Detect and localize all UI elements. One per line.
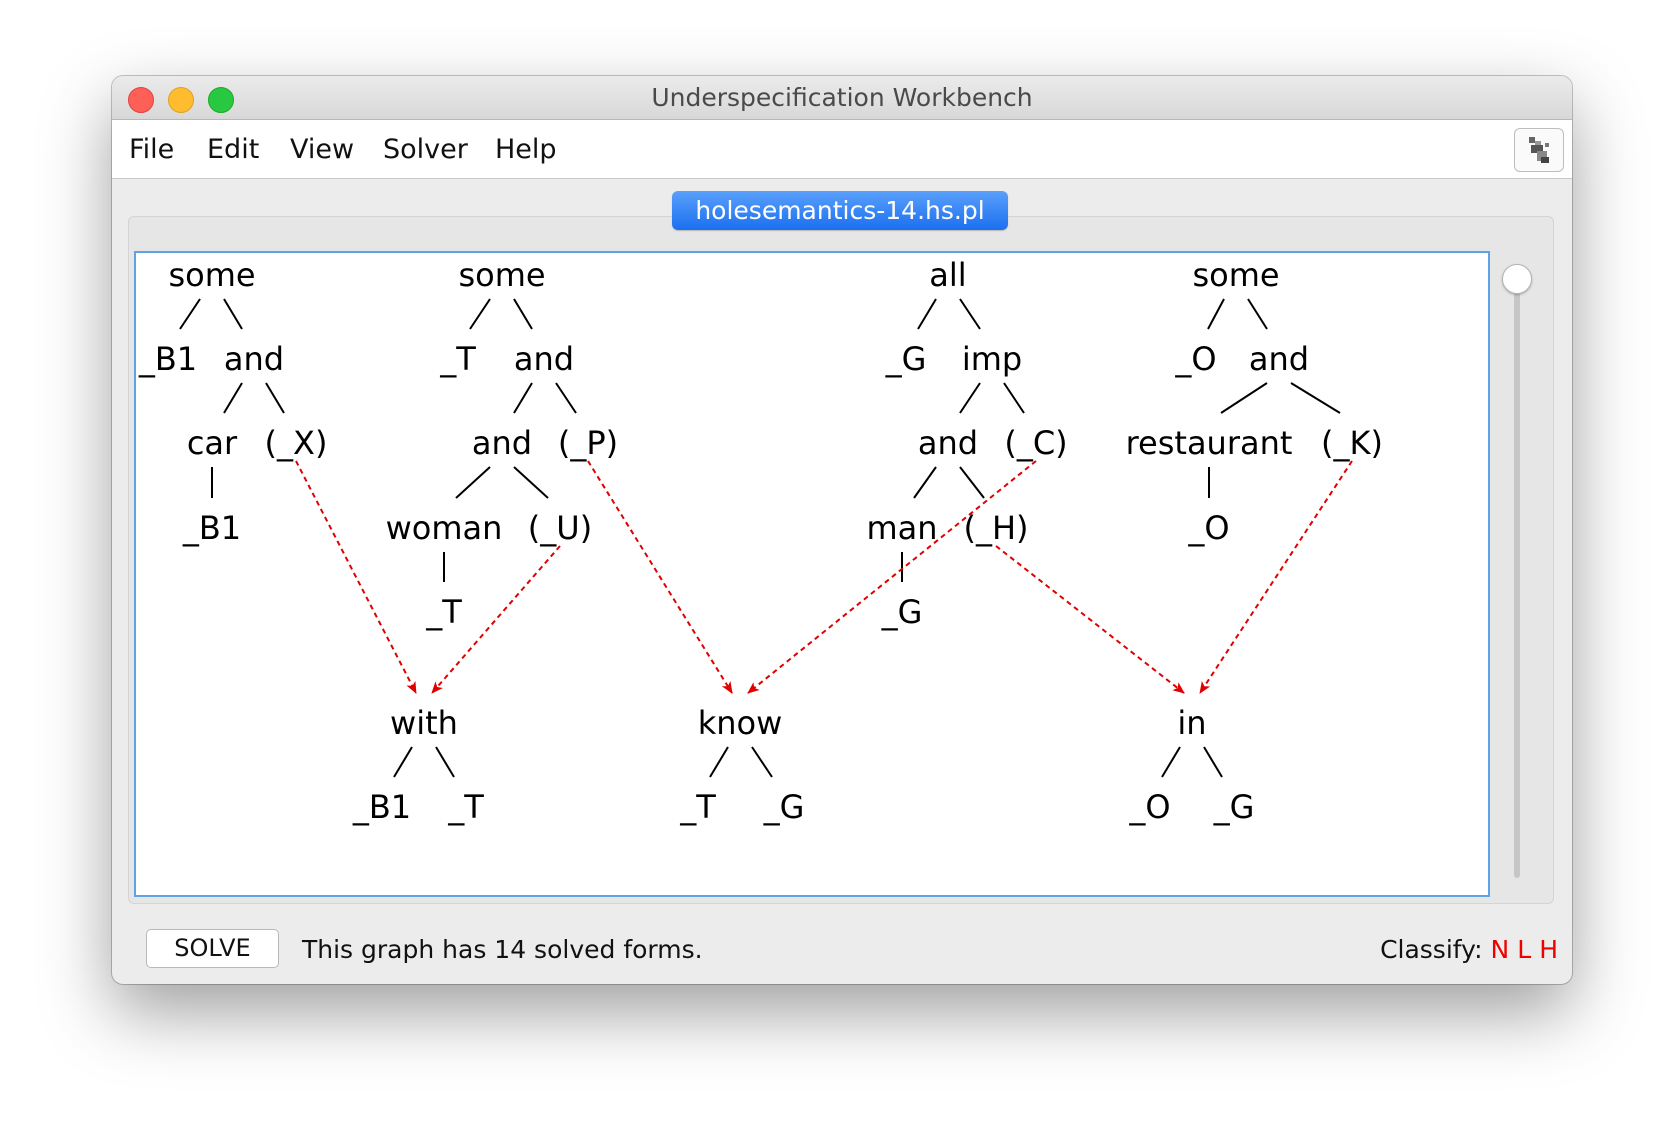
tree-edge	[223, 298, 243, 330]
graph-node-rest[interactable]: restaurant	[1126, 424, 1293, 462]
graph-node-b1b[interactable]: _B1	[182, 509, 241, 547]
graph-node-h[interactable]: (_H)	[963, 509, 1028, 547]
tree-edge	[959, 382, 981, 414]
graph-node-k[interactable]: (_K)	[1321, 424, 1383, 462]
scrollbar-thumb[interactable]	[1502, 264, 1532, 294]
vertical-scrollbar-track[interactable]	[1514, 286, 1520, 878]
dominance-edge	[995, 545, 1185, 694]
dominance-edge	[587, 460, 733, 694]
graph-node-and5[interactable]: and	[1249, 340, 1309, 378]
tree-edge	[435, 746, 455, 778]
classify-flag-l: L	[1517, 935, 1532, 964]
title-bar[interactable]: Underspecification Workbench	[112, 76, 1572, 120]
tree-edge	[959, 298, 981, 330]
tree-edge	[1247, 298, 1268, 330]
dominance-edge	[1199, 460, 1353, 694]
dominance-edge	[747, 460, 1037, 694]
graph-node-b1a[interactable]: _B1	[138, 340, 197, 378]
tab-holesemantics[interactable]: holesemantics-14.hs.pl	[672, 191, 1008, 230]
tree-edge	[1220, 382, 1268, 414]
menu-edit[interactable]: Edit	[207, 134, 260, 165]
tree-edge	[455, 466, 491, 499]
tree-edge	[1207, 298, 1225, 330]
menu-bar: File Edit View Solver Help	[112, 120, 1572, 179]
tree-edge	[709, 746, 729, 778]
graph-node-t3[interactable]: _T	[447, 788, 484, 826]
tree-edge	[513, 466, 549, 499]
graph-node-with[interactable]: with	[390, 704, 458, 742]
dominance-edge	[295, 460, 417, 694]
graph-node-all[interactable]: all	[929, 256, 966, 294]
menu-view[interactable]: View	[290, 134, 355, 165]
graph-node-b1c[interactable]: _B1	[352, 788, 411, 826]
tree-edge	[959, 466, 985, 499]
tree-edge	[513, 382, 533, 414]
graph-node-and4[interactable]: and	[918, 424, 978, 462]
menu-file[interactable]: File	[129, 134, 175, 165]
broom-icon	[1529, 137, 1549, 163]
status-message: This graph has 14 solved forms.	[302, 935, 703, 964]
graph-node-g2[interactable]: _G	[881, 593, 923, 631]
graph-node-t1[interactable]: _T	[439, 340, 476, 378]
tree-edge	[1161, 746, 1181, 778]
tree-edge	[265, 382, 285, 414]
graph-node-woman[interactable]: woman	[386, 509, 503, 547]
graph-node-p[interactable]: (_P)	[558, 424, 618, 462]
dominance-edge	[431, 545, 561, 694]
menu-help[interactable]: Help	[495, 134, 557, 165]
graph-node-in[interactable]: in	[1177, 704, 1206, 742]
graph-node-o3[interactable]: _O	[1128, 788, 1170, 826]
graph-node-and2[interactable]: and	[514, 340, 574, 378]
tree-edge	[913, 466, 937, 499]
tree-edge	[917, 298, 937, 330]
tree-edge	[179, 298, 201, 330]
minimize-window-button[interactable]	[168, 87, 194, 113]
graph-node-t4[interactable]: _T	[679, 788, 716, 826]
graph-node-g4[interactable]: _G	[1213, 788, 1255, 826]
zoom-window-button[interactable]	[208, 87, 234, 113]
graph-node-c[interactable]: (_C)	[1004, 424, 1067, 462]
tree-edge	[751, 746, 773, 778]
tree-edge	[1290, 382, 1341, 414]
solve-button[interactable]: SOLVE	[146, 929, 279, 968]
tree-edge	[223, 382, 243, 414]
graph-node-s2[interactable]: some	[458, 256, 545, 294]
tree-edge	[393, 746, 413, 778]
graph-node-man[interactable]: man	[866, 509, 937, 547]
close-window-button[interactable]	[128, 87, 154, 113]
classify-label: Classify:	[1380, 935, 1483, 964]
tree-edge	[1003, 382, 1025, 414]
graph-node-and3[interactable]: and	[472, 424, 532, 462]
graph-node-t2[interactable]: _T	[425, 593, 462, 631]
tree-edge	[1203, 746, 1223, 778]
graph-node-know[interactable]: know	[698, 704, 783, 742]
graph-node-g1[interactable]: _G	[885, 340, 927, 378]
graph-node-imp[interactable]: imp	[962, 340, 1022, 378]
tree-edge	[555, 382, 577, 414]
window-title: Underspecification Workbench	[651, 83, 1033, 112]
graph-node-and1[interactable]: and	[224, 340, 284, 378]
graph-node-x[interactable]: (_X)	[265, 424, 328, 462]
graph-node-o1[interactable]: _O	[1174, 340, 1216, 378]
graph-node-car[interactable]: car	[187, 424, 238, 462]
graph-node-u[interactable]: (_U)	[528, 509, 592, 547]
classify-flag-h: H	[1539, 935, 1558, 964]
graph-node-g3[interactable]: _G	[763, 788, 805, 826]
app-window: Underspecification Workbench File Edit V…	[112, 76, 1572, 984]
menu-solver[interactable]: Solver	[383, 134, 468, 165]
tree-edge	[513, 298, 533, 330]
clean-button[interactable]	[1514, 128, 1564, 172]
graph-node-o2[interactable]: _O	[1187, 509, 1229, 547]
graph-node-s1[interactable]: some	[168, 256, 255, 294]
graph-node-s3[interactable]: some	[1192, 256, 1279, 294]
tree-edge	[469, 298, 491, 330]
classify-flag-n: N	[1490, 935, 1510, 964]
